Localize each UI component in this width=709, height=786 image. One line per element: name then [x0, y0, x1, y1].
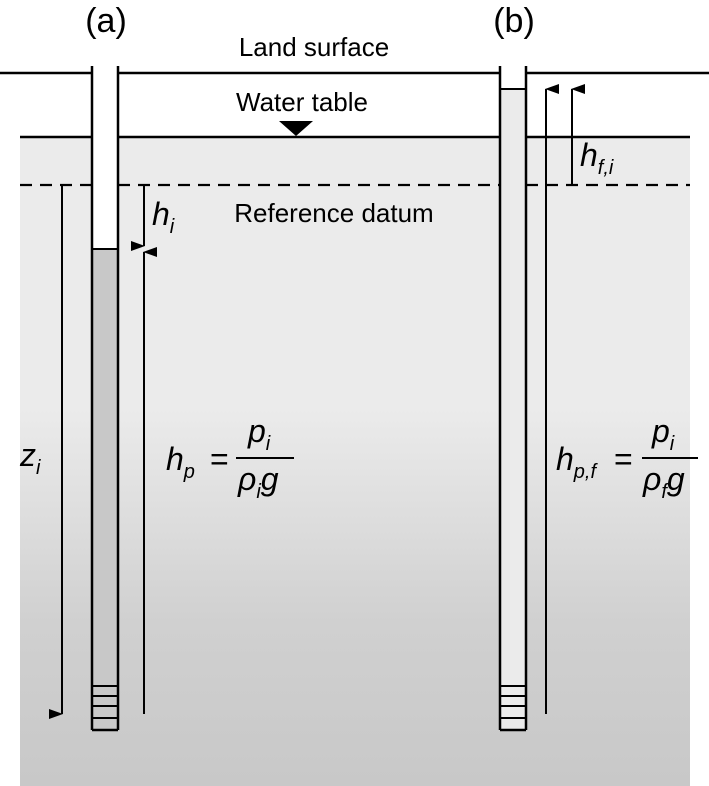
water-column-a	[92, 249, 118, 730]
equation-b-numerator: pi	[651, 413, 675, 455]
equation-b-equals: =	[614, 441, 633, 477]
z-i-symbol: zi	[19, 437, 41, 479]
h-i-symbol: hi	[152, 196, 175, 238]
well-screen-a	[92, 685, 118, 719]
equation-b: hp,f = pi ρfg	[556, 413, 698, 503]
water-table-label: Water table	[236, 87, 368, 117]
reference-datum-label: Reference datum	[234, 198, 433, 228]
equation-a-denominator: ρig	[237, 461, 279, 503]
well-b	[498, 66, 528, 732]
equation-b-lhs: hp,f	[556, 441, 598, 483]
equation-a-lhs: hp	[166, 441, 195, 483]
well-a	[90, 66, 120, 732]
land-surface-label: Land surface	[239, 32, 389, 62]
panel-label-a: (a)	[85, 2, 127, 40]
panel-label-b: (b)	[493, 2, 535, 40]
equation-a-numerator: pi	[247, 413, 271, 455]
water-table-triangle-icon	[279, 121, 313, 136]
h-f-i-symbol: hf,i	[580, 137, 614, 179]
water-column-b	[500, 89, 526, 730]
equation-a: hp = pi ρig	[166, 413, 294, 503]
well-screen-b	[500, 685, 526, 719]
equation-b-denominator: ρfg	[642, 461, 685, 503]
equation-a-equals: =	[210, 441, 229, 477]
